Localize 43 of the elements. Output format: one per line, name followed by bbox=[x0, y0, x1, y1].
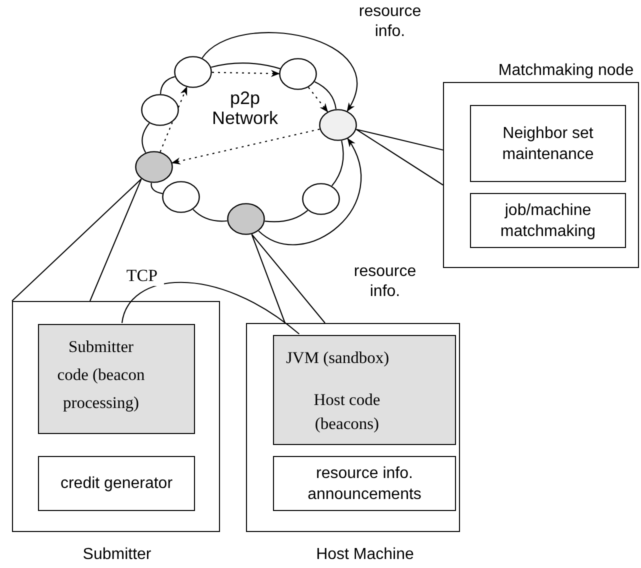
callout-line bbox=[251, 234, 326, 324]
box-text: resource info. announcements bbox=[306, 464, 422, 504]
box-text: credit generator bbox=[60, 474, 173, 494]
function-box bbox=[273, 456, 456, 511]
function-box bbox=[470, 105, 626, 182]
function-box bbox=[38, 456, 195, 511]
ring-link bbox=[160, 76, 175, 94]
network-node-circle bbox=[279, 58, 317, 90]
connection-line bbox=[121, 282, 300, 334]
network-node-circle bbox=[302, 183, 340, 215]
network-node-circle bbox=[135, 151, 173, 183]
ring-link bbox=[331, 140, 344, 186]
component-title: Submitter bbox=[82, 545, 152, 565]
arrow bbox=[212, 70, 280, 78]
network-node-circle bbox=[227, 203, 265, 235]
box-text: JVM (sandbox) bbox=[286, 347, 390, 369]
ring-link bbox=[211, 62, 280, 70]
box-text: Host code (beacons) bbox=[312, 389, 382, 435]
box-text: job/machine matchmaking bbox=[499, 200, 597, 242]
arrow bbox=[160, 86, 188, 152]
arrow bbox=[258, 138, 362, 245]
component-title: Host Machine bbox=[315, 545, 415, 565]
ring-link bbox=[264, 210, 308, 222]
ring-link bbox=[150, 182, 163, 194]
callout-line bbox=[11, 178, 142, 302]
function-box bbox=[470, 193, 626, 248]
code-module-box bbox=[273, 335, 456, 445]
code-module-box bbox=[38, 324, 195, 434]
network-node-circle bbox=[141, 94, 179, 126]
ring-link bbox=[314, 81, 337, 110]
callout-line bbox=[356, 128, 444, 186]
network-node-circle bbox=[162, 181, 200, 213]
arrow bbox=[202, 32, 357, 112]
ring-link bbox=[142, 122, 150, 153]
box-text: Neighbor set maintenance bbox=[501, 124, 595, 164]
network-node-circle bbox=[174, 56, 212, 88]
arrow bbox=[308, 87, 328, 112]
arrow bbox=[171, 128, 320, 165]
network-node-circle bbox=[319, 109, 357, 141]
network-label: p2p Network bbox=[210, 88, 279, 128]
box-text: Submitter code (beacon processing) bbox=[56, 336, 146, 414]
ring-link bbox=[192, 209, 228, 222]
component-title: Matchmaking node bbox=[497, 61, 635, 81]
